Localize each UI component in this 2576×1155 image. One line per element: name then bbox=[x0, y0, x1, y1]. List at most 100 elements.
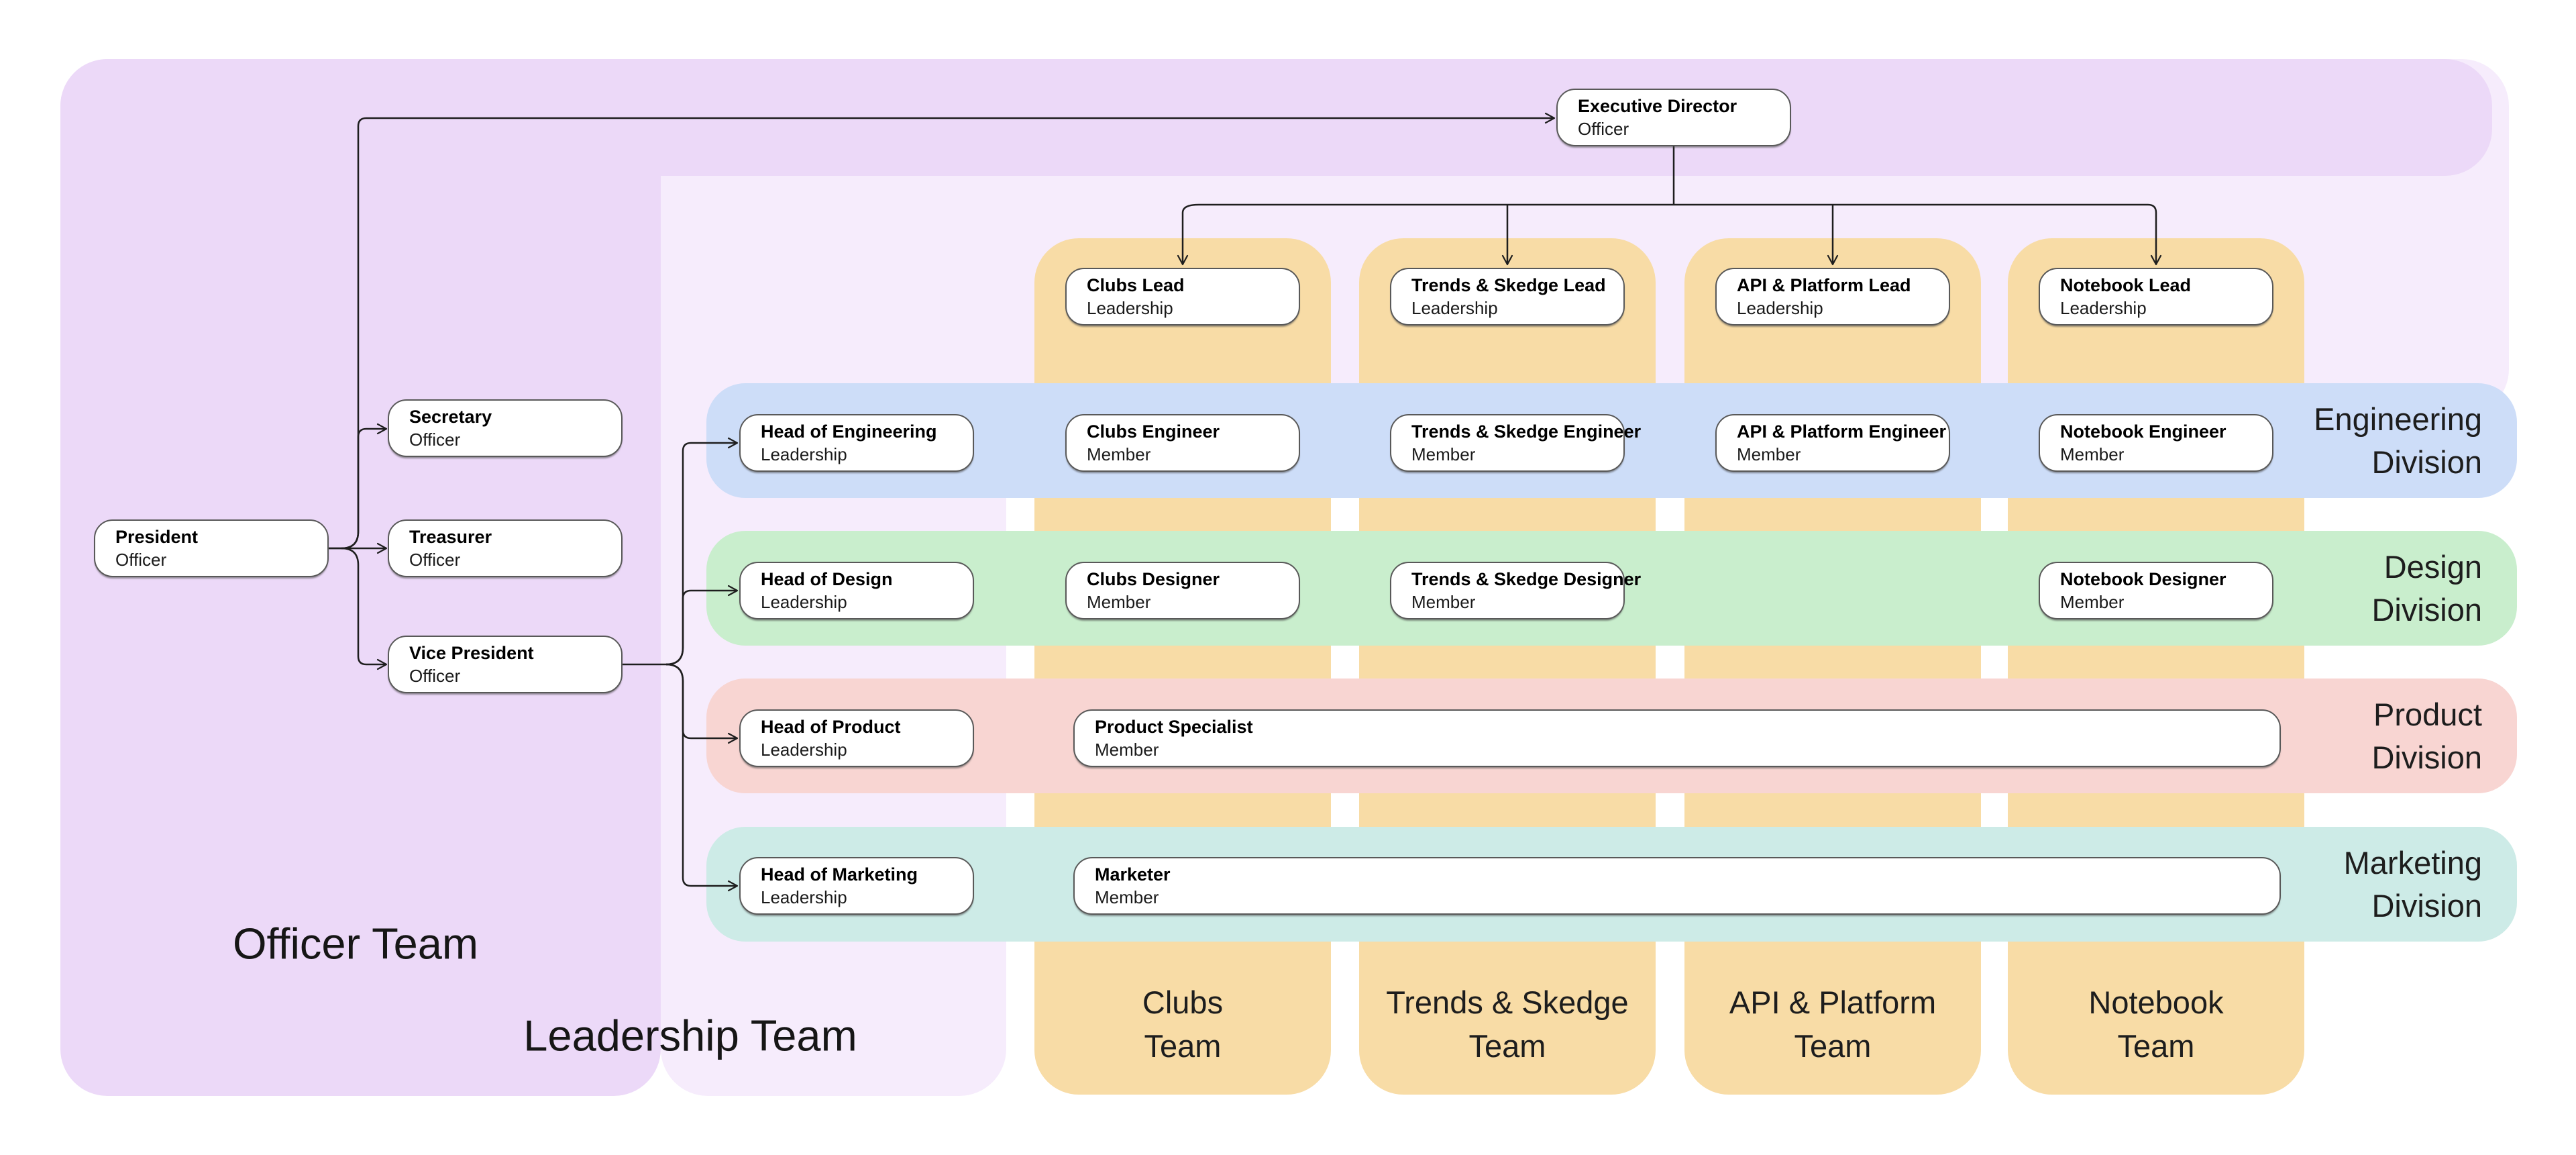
role-subtitle-notebook-designer: Member bbox=[2060, 592, 2125, 612]
role-title-clubs-designer: Clubs Designer bbox=[1087, 569, 1220, 589]
role-title-api-platform-lead: API & Platform Lead bbox=[1737, 275, 1911, 295]
role-title-treasurer: Treasurer bbox=[409, 527, 492, 547]
role-subtitle-trends-skedge-engineer: Member bbox=[1411, 444, 1476, 464]
role-subtitle-clubs-engineer: Member bbox=[1087, 444, 1151, 464]
role-title-clubs-engineer: Clubs Engineer bbox=[1087, 421, 1220, 442]
role-subtitle-clubs-designer: Member bbox=[1087, 592, 1151, 612]
role-title-head-of-product: Head of Product bbox=[761, 717, 901, 737]
role-subtitle-product-specialist: Member bbox=[1095, 740, 1159, 760]
officer-team-label: Officer Team bbox=[232, 919, 479, 968]
role-title-clubs-lead: Clubs Lead bbox=[1087, 275, 1185, 295]
role-title-president: President bbox=[115, 527, 199, 547]
role-subtitle-trends-skedge-lead: Leadership bbox=[1411, 298, 1498, 318]
team-label-line1-clubs: Clubs bbox=[1142, 985, 1224, 1020]
role-subtitle-vice-president: Officer bbox=[409, 666, 461, 686]
officer-team-panel-left bbox=[60, 59, 661, 1096]
division-label-line2-engineering: Division bbox=[2371, 444, 2482, 480]
edge-vp-head-of-marketing bbox=[665, 663, 739, 892]
team-label-line2-api-platform: Team bbox=[1794, 1028, 1872, 1064]
role-subtitle-clubs-lead: Leadership bbox=[1087, 298, 1173, 318]
role-subtitle-api-platform-lead: Leadership bbox=[1737, 298, 1823, 318]
role-title-secretary: Secretary bbox=[409, 407, 492, 427]
role-title-api-platform-engineer: API & Platform Engineer bbox=[1737, 421, 1947, 442]
edge-president-secretary bbox=[341, 423, 388, 550]
role-title-trends-skedge-designer: Trends & Skedge Designer bbox=[1411, 569, 1642, 589]
role-subtitle-executive-director: Officer bbox=[1578, 119, 1629, 139]
team-column-trends-skedge bbox=[1359, 238, 1656, 1095]
role-title-head-of-engineering: Head of Engineering bbox=[761, 421, 937, 442]
leadership-team-label: Leadership Team bbox=[523, 1011, 857, 1060]
edge-vp-head-of-product bbox=[665, 663, 739, 744]
role-subtitle-api-platform-engineer: Member bbox=[1737, 444, 1801, 464]
division-label-line2-product: Division bbox=[2371, 739, 2482, 775]
role-subtitle-head-of-marketing: Leadership bbox=[761, 887, 847, 907]
role-title-notebook-lead: Notebook Lead bbox=[2060, 275, 2192, 295]
role-title-head-of-marketing: Head of Marketing bbox=[761, 864, 918, 885]
team-label-line1-api-platform: API & Platform bbox=[1729, 985, 1937, 1020]
role-title-marketer: Marketer bbox=[1095, 864, 1171, 885]
team-label-line2-trends-skedge: Team bbox=[1468, 1028, 1546, 1064]
role-title-trends-skedge-lead: Trends & Skedge Lead bbox=[1411, 275, 1606, 295]
division-label-line1-product: Product bbox=[2373, 696, 2482, 732]
role-subtitle-trends-skedge-designer: Member bbox=[1411, 592, 1476, 612]
division-label-line2-design: Division bbox=[2371, 591, 2482, 627]
role-subtitle-notebook-engineer: Member bbox=[2060, 444, 2125, 464]
division-label-line1-design: Design bbox=[2383, 548, 2482, 585]
role-subtitle-marketer: Member bbox=[1095, 887, 1159, 907]
edge-exec-notebook-lead bbox=[2147, 203, 2162, 266]
role-subtitle-head-of-engineering: Leadership bbox=[761, 444, 847, 464]
role-title-head-of-design: Head of Design bbox=[761, 569, 893, 589]
edge-president-vice-president bbox=[341, 547, 388, 670]
role-subtitle-president: Officer bbox=[115, 550, 167, 570]
edge-president-executive-director bbox=[341, 112, 1556, 550]
division-label-line1-engineering: Engineering bbox=[2314, 401, 2482, 437]
role-title-executive-director: Executive Director bbox=[1578, 96, 1737, 116]
edge-vp-head-of-design bbox=[665, 585, 739, 666]
role-subtitle-head-of-product: Leadership bbox=[761, 740, 847, 760]
role-title-notebook-engineer: Notebook Engineer bbox=[2060, 421, 2226, 442]
division-label-line1-marketing: Marketing bbox=[2343, 844, 2482, 881]
role-subtitle-secretary: Officer bbox=[409, 430, 461, 450]
role-subtitle-notebook-lead: Leadership bbox=[2060, 298, 2147, 318]
team-column-api-platform bbox=[1684, 238, 1981, 1095]
team-label-line2-notebook: Team bbox=[2117, 1028, 2195, 1064]
role-title-trends-skedge-engineer: Trends & Skedge Engineer bbox=[1411, 421, 1642, 442]
team-label-line1-notebook: Notebook bbox=[2088, 985, 2224, 1020]
role-subtitle-head-of-design: Leadership bbox=[761, 592, 847, 612]
role-title-product-specialist: Product Specialist bbox=[1095, 717, 1253, 737]
team-column-notebook bbox=[2008, 238, 2304, 1095]
team-label-line2-clubs: Team bbox=[1144, 1028, 1222, 1064]
team-label-line1-trends-skedge: Trends & Skedge bbox=[1386, 985, 1629, 1020]
